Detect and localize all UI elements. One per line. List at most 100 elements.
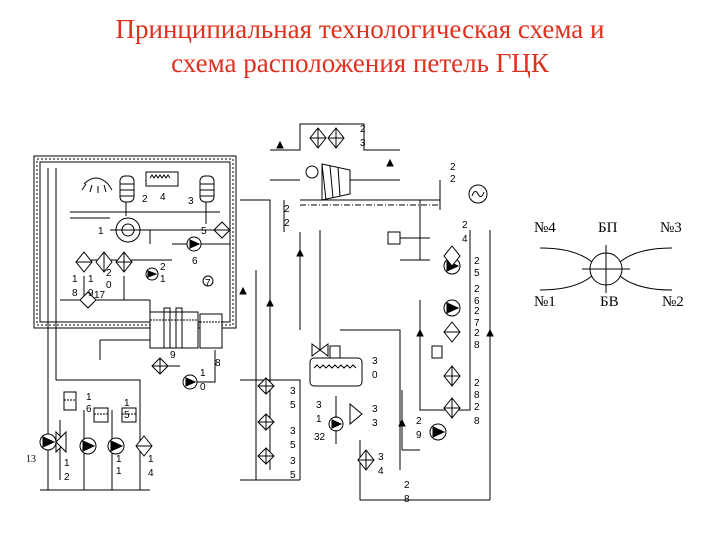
sight-glass-icon — [81, 177, 113, 193]
label-21b: 1 — [160, 274, 166, 285]
filter-5 — [213, 221, 231, 239]
tank-27b — [431, 345, 443, 359]
filter-27 — [443, 321, 461, 343]
label-22a: 2 — [284, 204, 290, 215]
label-21a: 2 — [160, 262, 166, 273]
tank-4 — [145, 171, 179, 187]
label-14a: 1 — [148, 454, 154, 465]
control-box — [387, 231, 430, 245]
label-35b: 5 — [290, 400, 296, 411]
pump-26 — [443, 299, 461, 317]
label-4: 4 — [160, 192, 166, 203]
label-30a: 3 — [372, 356, 378, 367]
label-28h: 8 — [404, 494, 410, 505]
label-27a: 2 — [474, 306, 480, 317]
tank-8 — [149, 307, 199, 349]
filter-28b — [443, 397, 461, 419]
label-14b: 4 — [148, 468, 154, 479]
label-22b: 2 — [284, 218, 290, 229]
label-26b: 6 — [474, 296, 480, 307]
label-27b: 7 — [474, 318, 480, 329]
pump-11b — [107, 437, 125, 455]
title-line-1: Принципиальная технологическая схема и — [115, 14, 605, 44]
label-28b: 8 — [474, 340, 480, 351]
label-1: 1 — [98, 226, 104, 237]
label-3: 3 — [188, 196, 194, 207]
label-17: 17 — [94, 290, 106, 301]
loop-3-label: №3 — [660, 220, 682, 236]
label-10a: 1 — [200, 368, 206, 379]
pump-29 — [429, 423, 447, 441]
filter-20 — [115, 251, 133, 273]
label-7: 7 — [205, 278, 211, 289]
generator-icon — [468, 184, 488, 204]
label-20a: 2 — [106, 268, 112, 279]
label-20b: 0 — [106, 280, 112, 291]
page-title: Принципиальная технологическая схема и с… — [0, 12, 720, 80]
label-35a: 3 — [290, 386, 296, 397]
pump-32 — [328, 416, 344, 432]
label-19a: 1 — [88, 274, 94, 285]
pump-11a — [79, 437, 97, 455]
label-28f: 8 — [474, 416, 480, 427]
label-9: 9 — [170, 350, 176, 361]
reactor-core — [115, 217, 141, 243]
label-33a: 3 — [372, 404, 378, 415]
label-30b: 0 — [372, 370, 378, 381]
title-line-2: схема расположения петель ГЦК — [171, 48, 549, 78]
loop-bv-label: БВ — [600, 294, 619, 310]
pump-21 — [145, 267, 159, 281]
filter-7 — [202, 275, 214, 287]
label-34a: 3 — [378, 452, 384, 463]
label-26a: 2 — [474, 284, 480, 295]
filter-35a — [257, 377, 275, 395]
label-25a: 2 — [474, 256, 480, 267]
valve-12 — [55, 430, 67, 454]
label-18b: 8 — [72, 288, 78, 299]
tank-8b — [199, 313, 223, 349]
tank-16 — [63, 391, 109, 423]
filter-14 — [135, 435, 153, 457]
label-11a: 1 — [116, 454, 122, 465]
label-35f: 5 — [290, 470, 296, 481]
filter-34 — [357, 449, 375, 471]
filter-35b — [257, 413, 275, 431]
label-23a: 2 — [360, 124, 366, 135]
label-28c: 2 — [474, 378, 480, 389]
label-22d: 2 — [450, 174, 456, 185]
lower-left-pipework — [40, 372, 150, 491]
label-22c: 2 — [450, 162, 456, 173]
label-31b: 1 — [316, 414, 322, 425]
label-31a: 3 — [316, 400, 322, 411]
label-35c: 3 — [290, 426, 296, 437]
pump-24 — [443, 245, 461, 275]
label-16a: 1 — [86, 392, 92, 403]
label-24b: 4 — [462, 234, 468, 245]
label-12b: 2 — [64, 472, 70, 483]
label-28a: 2 — [474, 328, 480, 339]
label-15b: 5 — [124, 410, 130, 421]
flow-arrows — [239, 140, 494, 427]
deaerator-30 — [309, 343, 363, 387]
turbine-generator — [300, 163, 440, 206]
pump-10 — [168, 350, 216, 390]
loop-bp-label: БП — [598, 220, 618, 236]
heater-33 — [335, 396, 363, 444]
label-18a: 1 — [72, 274, 78, 285]
label-8: 8 — [215, 358, 221, 369]
pressurizer-vessel — [119, 175, 135, 203]
filter-9 — [151, 357, 169, 375]
label-28d: 8 — [474, 390, 480, 401]
label-5: 5 — [201, 226, 207, 237]
label-6: 6 — [192, 256, 198, 267]
label-25b: 5 — [474, 268, 480, 279]
filter-18 — [75, 251, 93, 273]
equipment-labels: 1 2 3 4 5 6 7 8 9 1 0 1 1 1 2 1 3 1 4 1 5… — [26, 124, 480, 505]
label-28g: 2 — [404, 480, 410, 491]
tank-15 — [121, 407, 137, 423]
label-23b: 3 — [360, 138, 366, 149]
label-34b: 4 — [378, 466, 384, 477]
label-15a: 1 — [124, 398, 130, 409]
pump-13 — [39, 433, 57, 451]
label-32: 32 — [314, 432, 326, 443]
